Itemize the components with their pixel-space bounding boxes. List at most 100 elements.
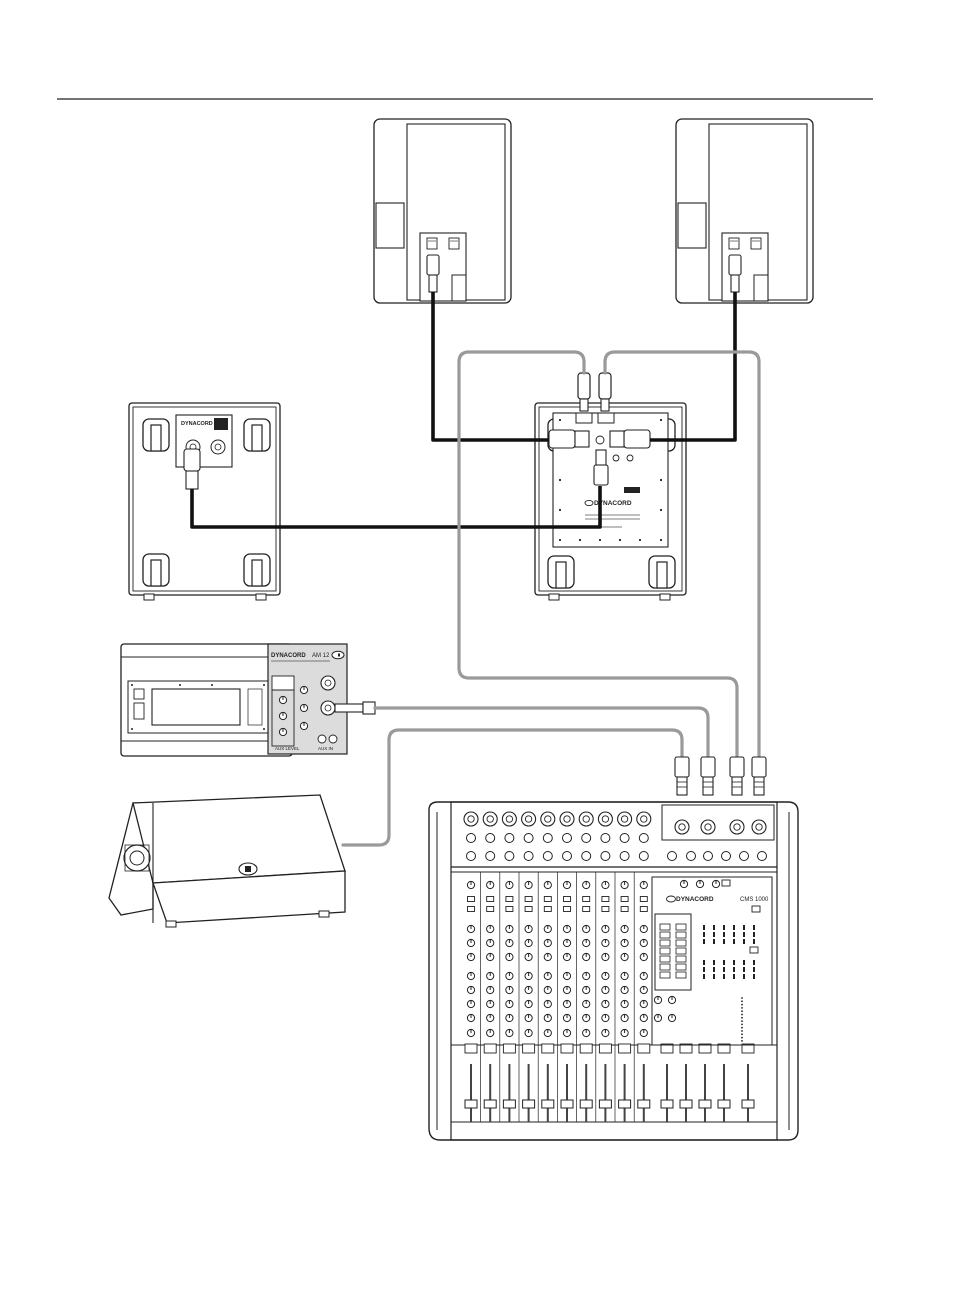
knob-icon: [601, 938, 610, 948]
knob-icon: [562, 1028, 572, 1038]
switch-icon: [486, 906, 495, 912]
input-jack: [617, 811, 633, 827]
knob-icon: [486, 1013, 495, 1023]
switch-icon: [524, 906, 533, 912]
channel-strip: [518, 811, 537, 1123]
knob-icon: [582, 985, 591, 995]
stage-monitor: [108, 794, 346, 928]
knob-icon: [466, 952, 476, 962]
knob-icon: [601, 1028, 610, 1038]
switch-icon: [563, 896, 571, 902]
knob-icon: [524, 999, 533, 1009]
logo-text: DYNACORD: [181, 421, 213, 427]
knob-icon: [562, 924, 572, 934]
knob-icon: [524, 985, 533, 995]
signal-cable-sub-a: [457, 350, 739, 759]
knob-icon: [639, 952, 648, 962]
channel-strip: [499, 811, 517, 1123]
knob-icon: [543, 924, 552, 934]
knob-icon: [601, 880, 610, 890]
knob-icon: [639, 938, 648, 948]
knob-icon: [562, 971, 572, 981]
amp-model: AM 12: [312, 653, 330, 659]
input-jack: [636, 811, 652, 827]
knob-icon: [524, 880, 533, 890]
signal-cables: [341, 350, 761, 847]
channel-strip: [463, 811, 479, 1123]
knob-icon: [562, 880, 572, 890]
switch-icon: [505, 896, 514, 902]
knob-icon: [466, 971, 476, 981]
knob-icon: [620, 938, 629, 948]
knob-icon: [466, 924, 476, 934]
knob-icon: [524, 971, 533, 981]
aux-level-label: AUX LEVEL: [275, 746, 300, 751]
knob-icon: [639, 924, 648, 934]
master-section: [651, 876, 773, 1046]
mixing-console: DYNACORD CMS 1000: [428, 801, 799, 1141]
input-jack: [540, 811, 556, 827]
input-jack: [463, 811, 479, 827]
knob-icon: [620, 1013, 629, 1023]
output-jack: [751, 819, 767, 835]
input-jack: [559, 811, 575, 827]
knob-icon: [505, 999, 514, 1009]
mixer-model: CMS 1000: [740, 897, 769, 903]
knob-icon: [620, 999, 629, 1009]
knob-icon: [620, 952, 629, 962]
knob-icon: [486, 999, 495, 1009]
knob-icon: [562, 938, 572, 948]
knob-icon: [639, 971, 648, 981]
input-jack: [521, 811, 537, 827]
switch-icon: [639, 906, 648, 912]
knob-icon: [653, 995, 663, 1005]
knob-icon: [711, 879, 721, 889]
knob-icon: [486, 924, 495, 934]
signal-cable-sub-b: [603, 350, 761, 759]
knob-icon: [543, 985, 552, 995]
output-jack: [674, 819, 690, 835]
switch-icon: [543, 906, 552, 912]
knob-icon: [667, 995, 677, 1005]
knob-icon: [582, 1013, 591, 1023]
switch-icon: [563, 906, 571, 912]
channel-strip: [595, 811, 613, 1123]
mixer-output-plugs: [674, 756, 767, 796]
knob-icon: [653, 1013, 663, 1023]
speaker-cable-right-top: [650, 292, 737, 442]
channel-strip: [537, 811, 556, 1123]
knob-icon: [505, 1028, 514, 1038]
channel-strip: [633, 811, 652, 1123]
speaker-cables: [190, 292, 737, 529]
input-jack: [501, 811, 517, 827]
knob-icon: [601, 985, 610, 995]
channel-strip: [576, 811, 594, 1123]
knob-icon: [505, 938, 514, 948]
satellite-speaker-right: [675, 118, 814, 304]
knob-icon: [466, 938, 476, 948]
signal-cable-amp: [373, 706, 710, 759]
knob-icon: [543, 952, 552, 962]
subwoofer-active: DYNACORD: [534, 372, 687, 601]
knob-icon: [505, 971, 514, 981]
knob-icon: [601, 999, 610, 1009]
knob-icon: [466, 1028, 476, 1038]
knob-icon: [639, 880, 648, 890]
input-jack: [597, 811, 613, 827]
knob-icon: [524, 1013, 533, 1023]
channel-strip: [614, 811, 633, 1123]
knob-icon: [524, 952, 533, 962]
switch-icon: [582, 896, 591, 902]
knob-icon: [582, 971, 591, 981]
switch-icon: [486, 896, 495, 902]
knob-icon: [486, 952, 495, 962]
knob-icon: [620, 1028, 629, 1038]
switch-icon: [467, 896, 475, 902]
knob-icon: [562, 1013, 572, 1023]
knob-icon: [486, 985, 495, 995]
knob-icon: [543, 1013, 552, 1023]
logo-text: DYNACORD: [594, 500, 632, 507]
switch-icon: [620, 906, 629, 912]
knob-icon: [505, 985, 514, 995]
